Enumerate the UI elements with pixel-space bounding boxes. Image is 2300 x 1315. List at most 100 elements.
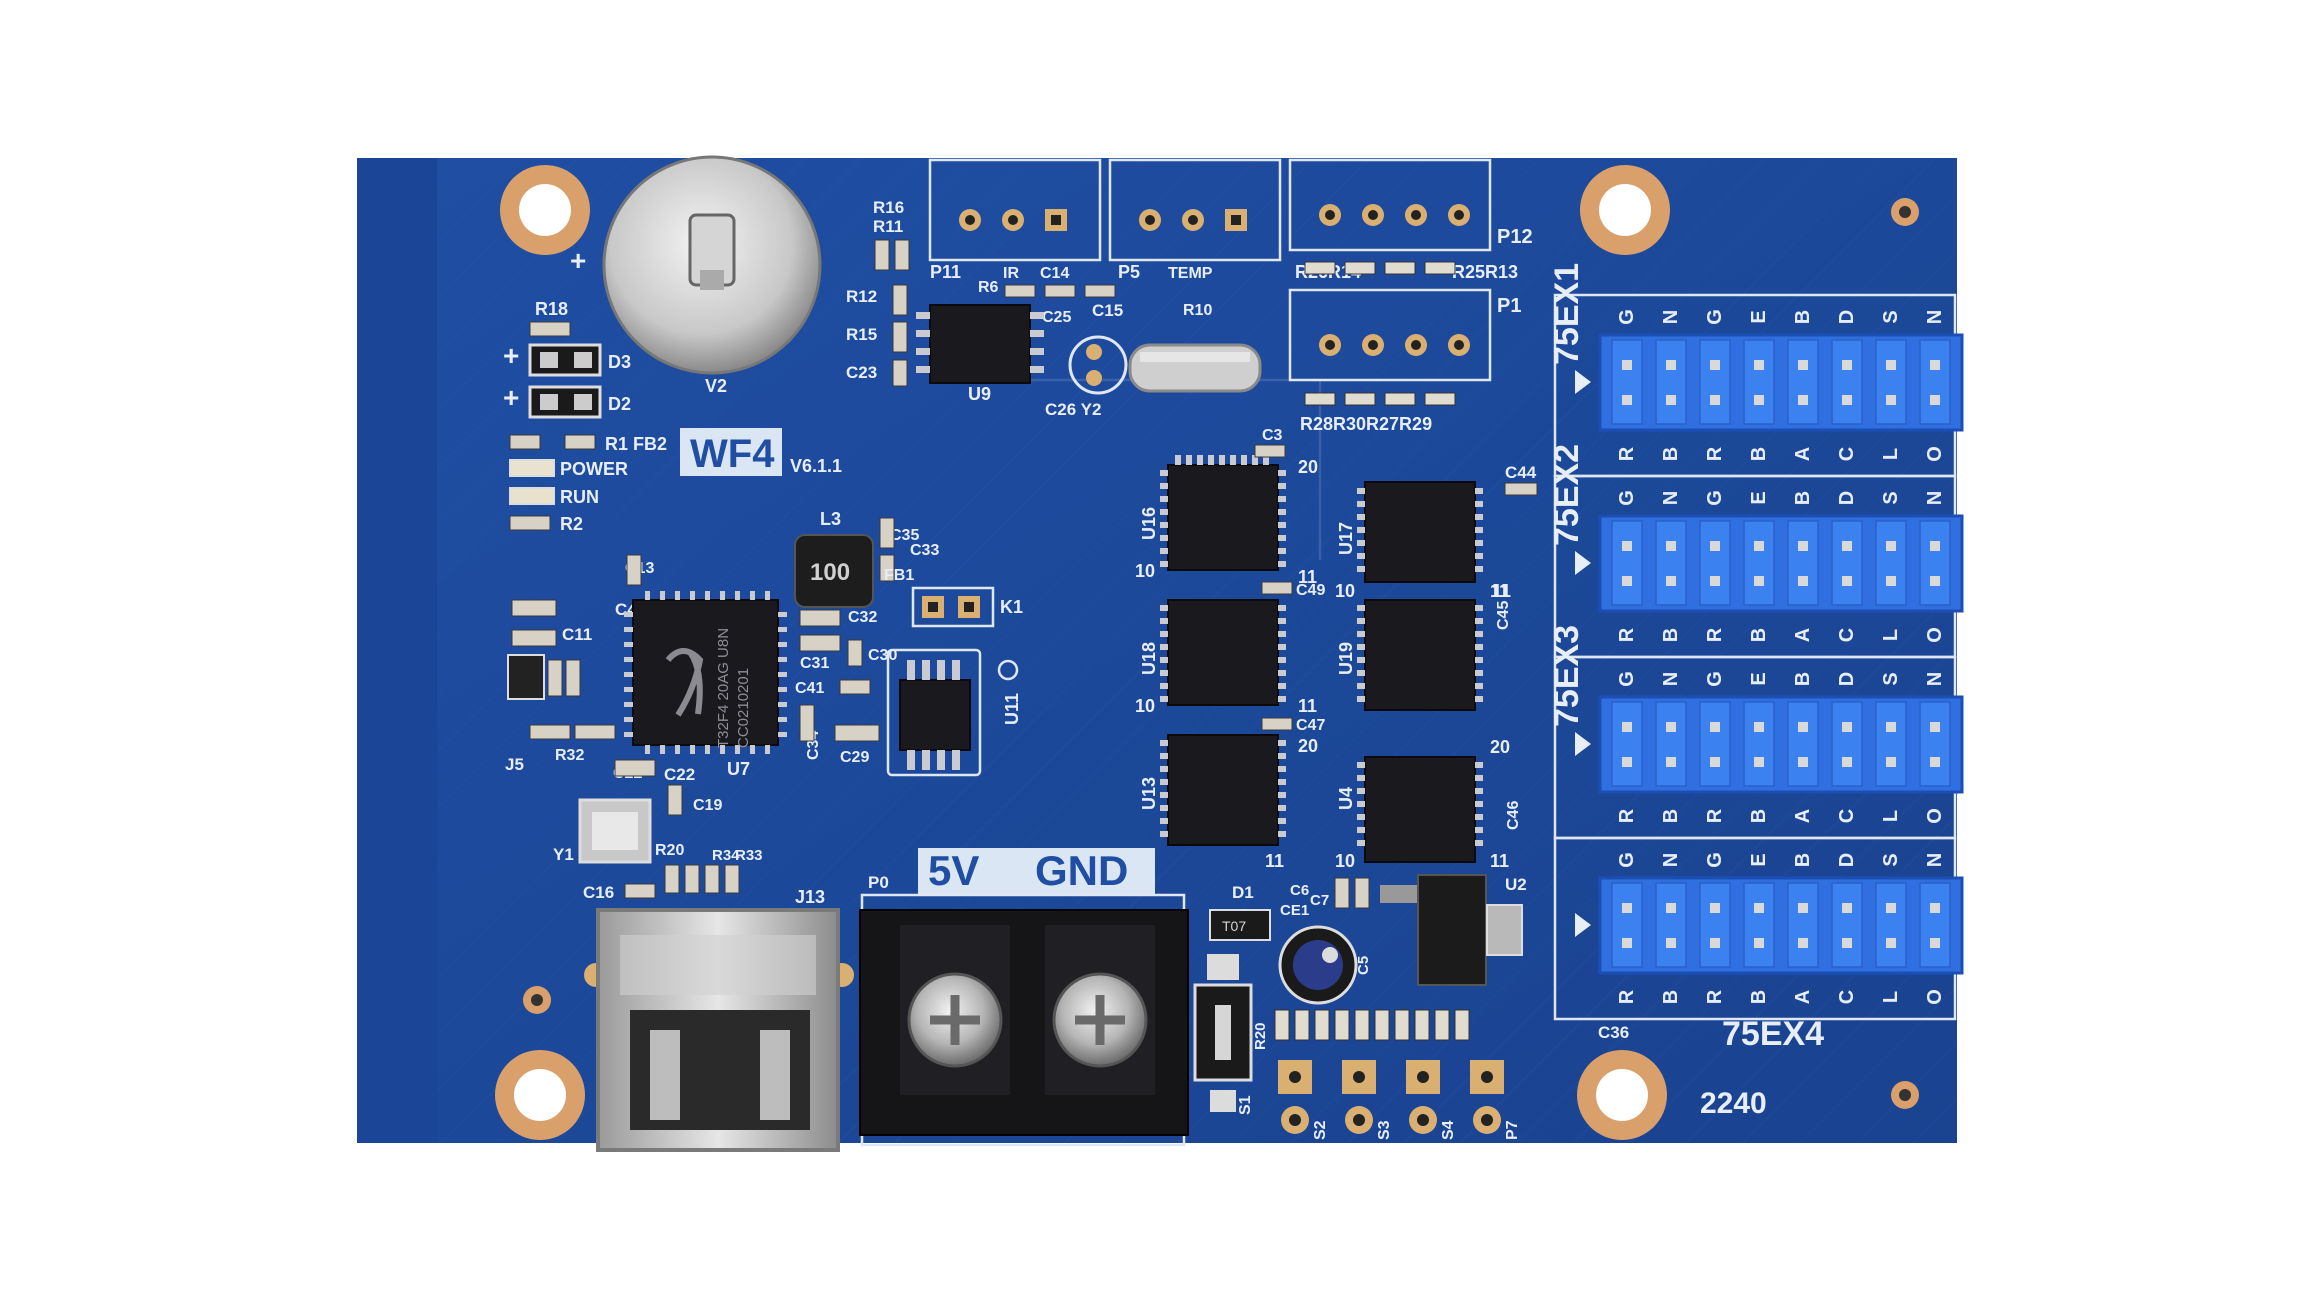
r20-bottom-label: R20 bbox=[1252, 1022, 1269, 1050]
header-1-connector[interactable] bbox=[1598, 333, 1964, 432]
u17-pin10-label: 10 bbox=[1335, 581, 1355, 601]
driver-chips: U16 20 10 11 C3 C49 U17 C44 10 11 bbox=[1135, 427, 1538, 871]
battery-plus-label: + bbox=[570, 245, 586, 276]
header-pin-label-bottom: R bbox=[1616, 808, 1638, 823]
header-pin-label-top: N bbox=[1924, 672, 1946, 686]
header-4-connector[interactable] bbox=[1598, 876, 1964, 975]
s3-label: S3 bbox=[1376, 1120, 1393, 1140]
u17-chip bbox=[1364, 481, 1476, 583]
p0-label: P0 bbox=[868, 873, 889, 892]
header-pin-label-bottom: A bbox=[1792, 809, 1814, 823]
header-pin-label-bottom: A bbox=[1792, 628, 1814, 642]
u19-group: U19 C45 11 bbox=[1336, 581, 1512, 711]
header-pin-label-bottom: R bbox=[1704, 627, 1726, 642]
c46-label: C46 bbox=[1505, 801, 1522, 830]
d1-label: D1 bbox=[1232, 883, 1254, 902]
r1-fb2-label: R1 FB2 bbox=[605, 434, 667, 454]
fb1-label: FB1 bbox=[884, 567, 914, 584]
u17-pin11-label: 11 bbox=[1492, 581, 1511, 601]
r2-label: R2 bbox=[560, 514, 583, 534]
r15-label: R15 bbox=[846, 325, 877, 344]
header-pin-label-bottom: A bbox=[1792, 990, 1814, 1004]
r12-label: R12 bbox=[846, 287, 877, 306]
header-pin-label-top: B bbox=[1792, 491, 1814, 505]
header-pin-label-top: D bbox=[1836, 491, 1858, 505]
u7-label: U7 bbox=[727, 759, 750, 779]
header-pin-label-top: S bbox=[1880, 310, 1902, 323]
header-pin-label-top: G bbox=[1704, 490, 1726, 506]
u9-area: R16 R11 R12 R15 C23 R6 C14 C15 C25 R10 U… bbox=[846, 198, 1262, 419]
u18-label: U18 bbox=[1139, 642, 1159, 675]
s2-s4-pads: S2 S3 S4 P7 bbox=[1278, 1060, 1521, 1140]
status-led-area: R18 + D3 + D2 R1 FB2 POWER RUN R2 bbox=[503, 299, 667, 534]
header-pin-label-top: S bbox=[1880, 491, 1902, 504]
power-led-label: POWER bbox=[560, 459, 628, 479]
header-pin-label-bottom: L bbox=[1880, 448, 1902, 460]
header-pin-label-bottom: O bbox=[1924, 446, 1946, 462]
ir-label: IR bbox=[1003, 265, 1019, 282]
header-pin-label-top: N bbox=[1924, 310, 1946, 324]
header-pin-label-top: N bbox=[1924, 491, 1946, 505]
header-pin-label-bottom: B bbox=[1748, 990, 1770, 1004]
header-pin-label-bottom: B bbox=[1660, 990, 1682, 1004]
inductor-area: L3 100 C35 C33 FB1 K1 C32 C31 C30 C41 C3… bbox=[794, 509, 1023, 777]
header-pin-label-top: G bbox=[1616, 671, 1638, 687]
header-pin-label-top: S bbox=[1880, 853, 1902, 866]
p7-label: P7 bbox=[1504, 1120, 1521, 1140]
s1-label: S1 bbox=[1237, 1095, 1254, 1115]
header-pin-label-bottom: R bbox=[1704, 989, 1726, 1004]
header-pin-label-bottom: L bbox=[1880, 810, 1902, 822]
r28-r29-label: R28R30R27R29 bbox=[1300, 414, 1432, 434]
model-label: WF4 V6.1.1 bbox=[680, 428, 842, 476]
terminal-gnd-label: GND bbox=[1035, 847, 1128, 894]
header-pin-label-bottom: L bbox=[1880, 629, 1902, 641]
u4-group: U4 20 10 11 C46 bbox=[1335, 737, 1522, 871]
inductor-marking: 100 bbox=[810, 559, 850, 586]
u16-pin10-label: 10 bbox=[1135, 561, 1155, 581]
t07-marking: T07 bbox=[1222, 918, 1246, 934]
run-led-label: RUN bbox=[560, 487, 599, 507]
header-4-label: 75EX4 bbox=[1722, 1015, 1824, 1053]
j5-label: J5 bbox=[505, 755, 524, 774]
ce1-label: CE1 bbox=[1280, 902, 1309, 919]
u16-pin20-label: 20 bbox=[1298, 457, 1318, 477]
u17-group: U17 C44 10 11 bbox=[1335, 463, 1538, 601]
u4-pin11-label: 11 bbox=[1490, 851, 1509, 871]
header-pin-label-bottom: C bbox=[1836, 990, 1858, 1004]
c32-label: C32 bbox=[848, 609, 877, 626]
r10-label: R10 bbox=[1183, 302, 1212, 319]
header-pin-label-top: G bbox=[1616, 490, 1638, 506]
u18-pin11-label: 11 bbox=[1298, 696, 1317, 716]
header-pin-label-bottom: R bbox=[1704, 808, 1726, 823]
j13-label: J13 bbox=[795, 887, 825, 907]
u16-label: U16 bbox=[1139, 507, 1159, 540]
u4-chip bbox=[1364, 756, 1476, 863]
header-pin-label-top: B bbox=[1792, 672, 1814, 686]
u4-label: U4 bbox=[1336, 787, 1356, 810]
c26-y2-label: C26 Y2 bbox=[1045, 400, 1101, 419]
u4-pin20-label: 20 bbox=[1490, 737, 1510, 757]
header-2-connector[interactable] bbox=[1598, 514, 1964, 613]
header-pin-label-top: S bbox=[1880, 672, 1902, 685]
header-pin-label-top: G bbox=[1704, 309, 1726, 325]
u16-chip bbox=[1167, 464, 1279, 571]
r6-label: R6 bbox=[978, 279, 999, 296]
u13-pin20-label: 20 bbox=[1298, 736, 1318, 756]
c5-label: C5 bbox=[1355, 956, 1372, 975]
c11-label: C11 bbox=[562, 625, 592, 644]
k1-label: K1 bbox=[1000, 597, 1023, 617]
u17-label: U17 bbox=[1336, 522, 1356, 555]
terminal-5v-label: 5V bbox=[928, 847, 979, 894]
u11-label: U11 bbox=[1002, 693, 1022, 725]
mcu-marking-sub: CC0210201 bbox=[735, 668, 752, 748]
battery-holder: + V2 bbox=[570, 155, 822, 396]
d3-plus-label: + bbox=[503, 340, 519, 371]
header-pin-label-bottom: C bbox=[1836, 447, 1858, 461]
c22-label: C22 bbox=[664, 765, 695, 784]
header-pin-label-bottom: B bbox=[1660, 628, 1682, 642]
power-terminal: 5V GND P0 bbox=[859, 847, 1189, 1147]
top-connectors: P11 IR P5 TEMP P12 R26R14 R25R13 P1 R28R… bbox=[928, 158, 1533, 434]
header-3-connector[interactable] bbox=[1598, 695, 1964, 794]
